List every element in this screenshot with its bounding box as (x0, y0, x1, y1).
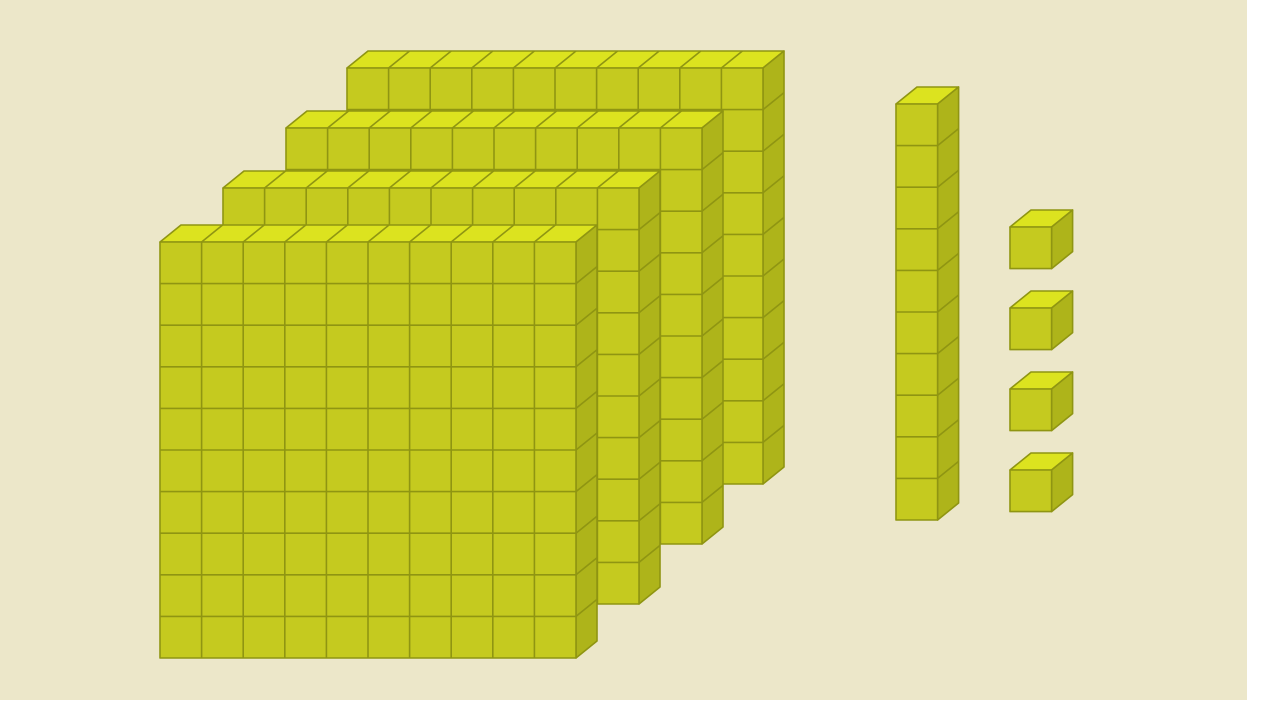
one-unit-cube (1010, 210, 1073, 269)
one-unit-cube (1010, 291, 1073, 350)
one-unit-cube (1010, 453, 1073, 512)
block-front-face (1010, 389, 1052, 431)
block-front-face (1010, 308, 1052, 350)
block-front-face (1010, 227, 1052, 269)
hundred-flat (160, 225, 597, 658)
one-unit-cube (1010, 372, 1073, 431)
ten-rod (896, 87, 959, 520)
tens-rod-group (896, 87, 959, 520)
block-front-face (1010, 470, 1052, 512)
